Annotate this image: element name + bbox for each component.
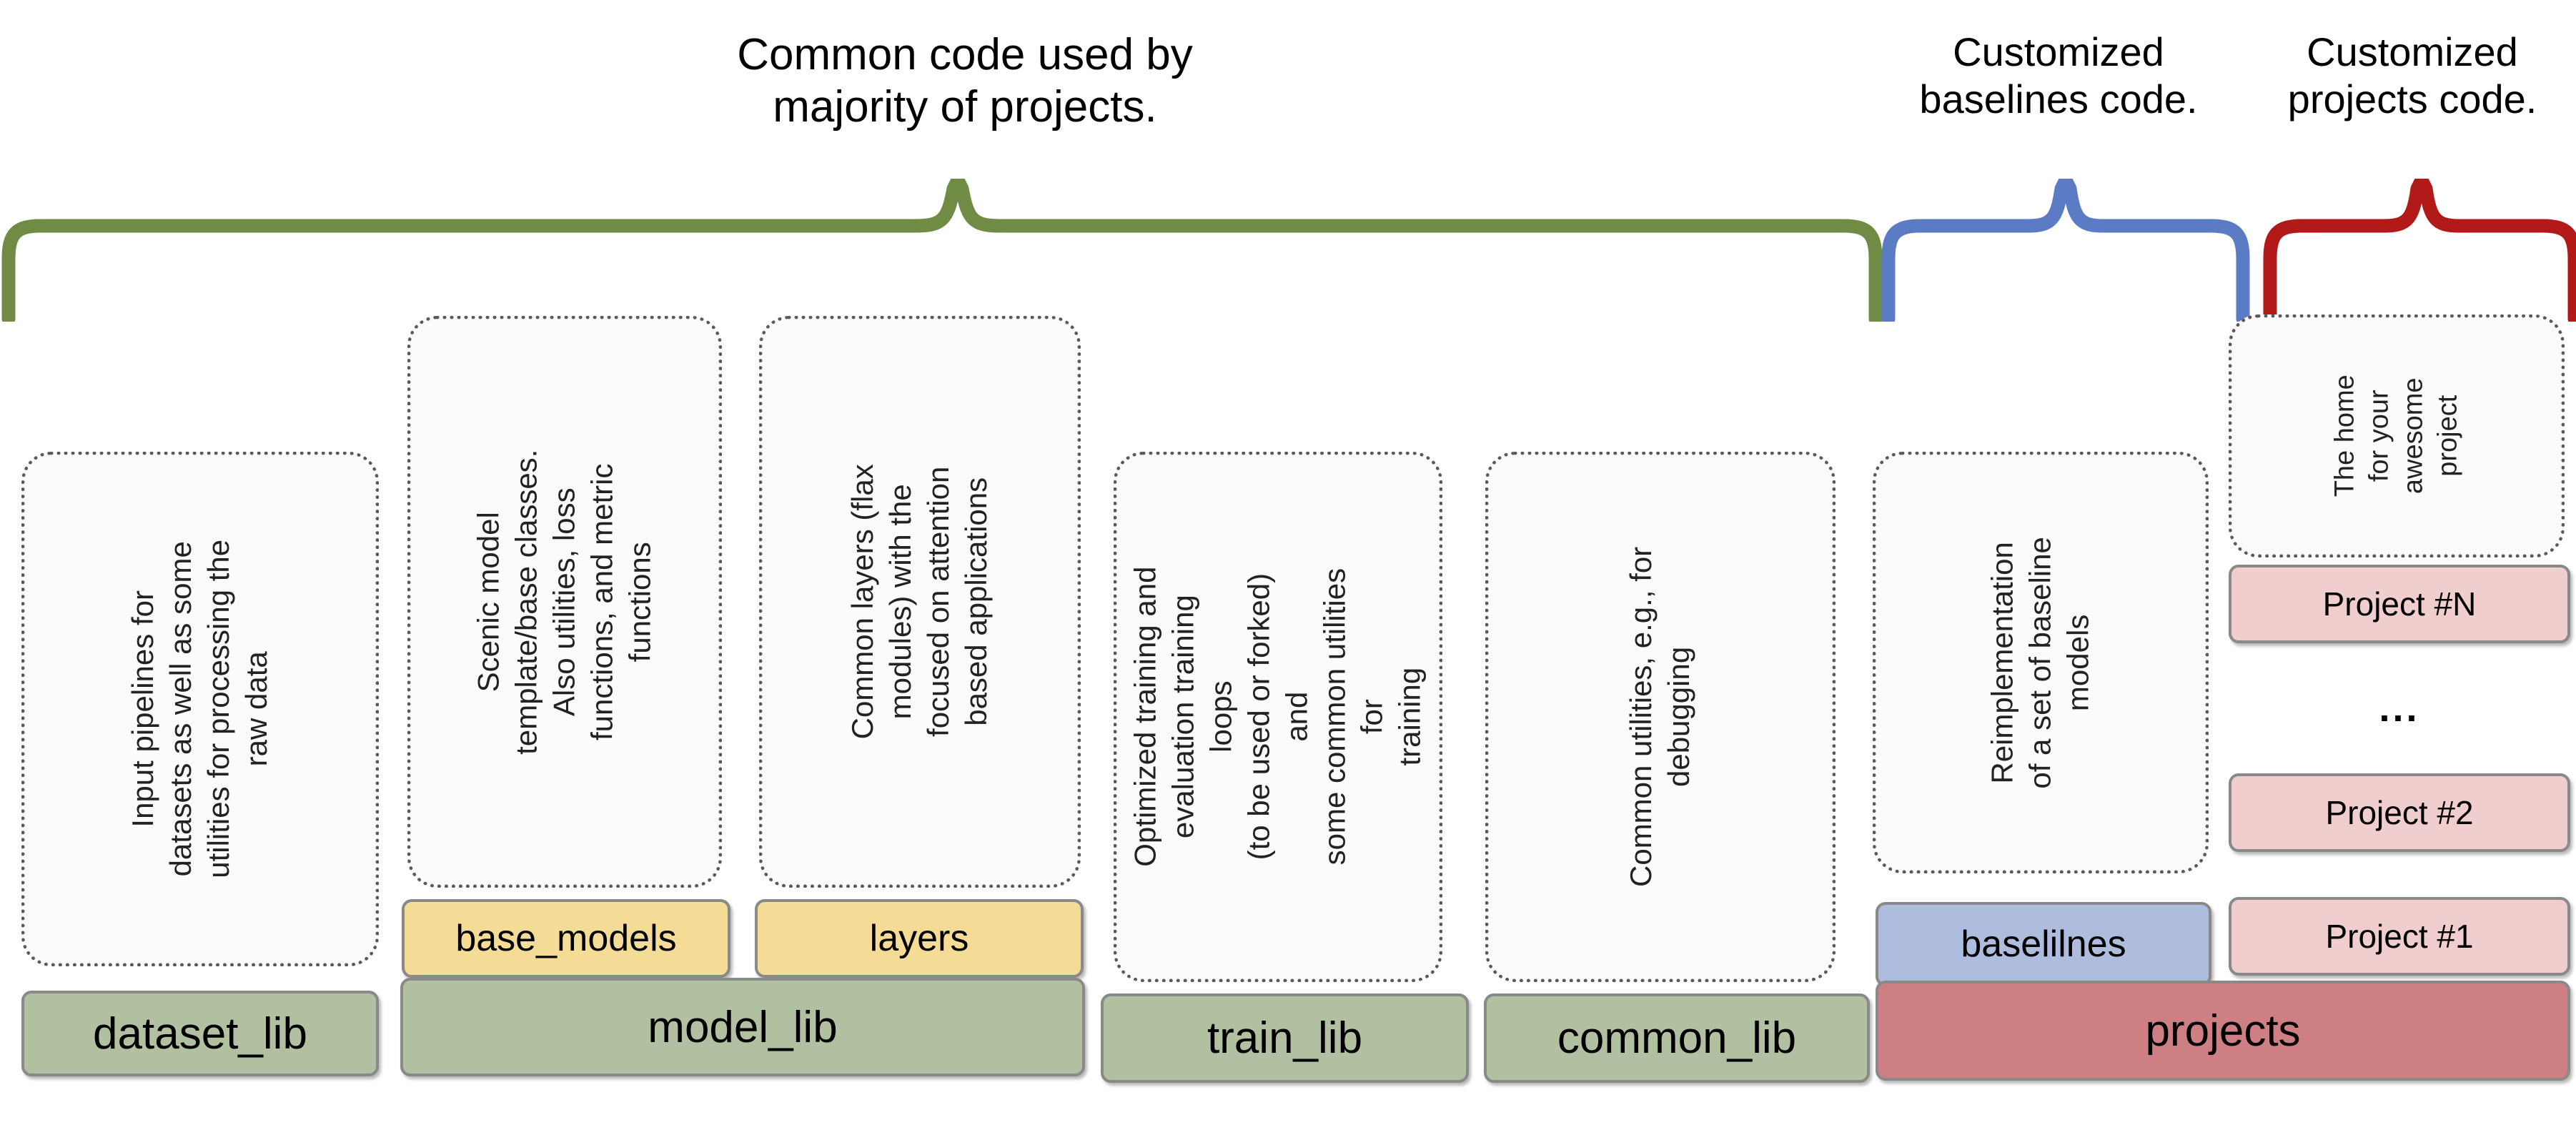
baselines-description-box: Reimplementation of a set of baseline mo… — [1873, 452, 2209, 873]
blue-brace-icon — [1881, 179, 2250, 322]
model-lib-label: model_lib — [648, 1002, 838, 1052]
common-lib-label: common_lib — [1557, 1013, 1797, 1063]
project-1-label: Project #1 — [2325, 918, 2474, 955]
brace-caption-customized-projects: Customized projects code. — [2287, 29, 2537, 122]
train-lib-description-text: Optimized training and evaluation traini… — [1128, 566, 1427, 868]
project-2-label: Project #2 — [2325, 794, 2474, 831]
layers-label: layers — [869, 918, 969, 959]
base-models-box[interactable]: base_models — [402, 899, 730, 978]
baselines-box[interactable]: baselilnes — [1876, 902, 2211, 986]
dataset-lib-base-bar[interactable]: dataset_lib — [21, 991, 379, 1076]
dataset-lib-description-box: Input pipelines for datasets as well as … — [21, 452, 379, 966]
green-brace-icon — [1, 179, 1883, 322]
model-lib-base-bar[interactable]: model_lib — [400, 978, 1085, 1076]
train-lib-label: train_lib — [1207, 1013, 1363, 1063]
projects-base-bar[interactable]: projects — [1876, 981, 2570, 1081]
brace-caption-customized-baselines: Customized baselines code. — [1919, 29, 2198, 122]
train-lib-base-bar[interactable]: train_lib — [1101, 993, 1469, 1083]
project-home-box: The home for your awesome project — [2229, 314, 2565, 557]
project-n-label: Project #N — [2322, 585, 2477, 623]
common-lib-description-text: Common utilities, e.g., for debugging — [1624, 546, 1695, 888]
red-brace-icon — [2263, 179, 2576, 322]
baselines-label: baselilnes — [1961, 923, 2126, 965]
projects-label: projects — [2145, 1006, 2301, 1056]
common-lib-description-box: Common utilities, e.g., for debugging — [1485, 452, 1836, 982]
dataset-lib-label: dataset_lib — [93, 1008, 307, 1059]
project-1-box[interactable]: Project #1 — [2229, 897, 2570, 976]
train-lib-description-box: Optimized training and evaluation traini… — [1114, 452, 1442, 982]
base-models-description-text: Scenic model template/base classes. Also… — [471, 449, 657, 755]
project-home-text: The home for your awesome project — [2329, 375, 2462, 497]
layers-box[interactable]: layers — [755, 899, 1084, 978]
project-2-box[interactable]: Project #2 — [2229, 773, 2570, 852]
common-lib-base-bar[interactable]: common_lib — [1484, 993, 1870, 1083]
baselines-description-text: Reimplementation of a set of baseline mo… — [1985, 536, 2095, 789]
base-models-label: base_models — [455, 918, 677, 959]
layers-description-box: Common layers (flax modules) with the fo… — [759, 316, 1081, 888]
projects-ellipsis: ... — [2379, 687, 2420, 730]
project-n-box[interactable]: Project #N — [2229, 565, 2570, 643]
layers-description-text: Common layers (flax modules) with the fo… — [846, 464, 993, 740]
base-models-description-box: Scenic model template/base classes. Also… — [407, 316, 722, 888]
dataset-lib-description-text: Input pipelines for datasets as well as … — [126, 540, 273, 878]
brace-caption-common-code: Common code used by majority of projects… — [737, 30, 1193, 132]
